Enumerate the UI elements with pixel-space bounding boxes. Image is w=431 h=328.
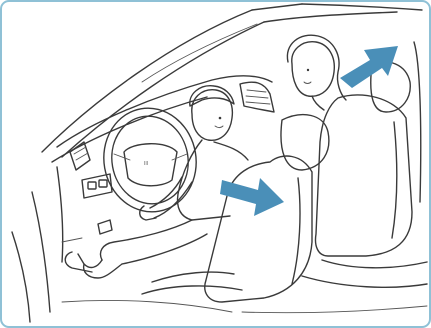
windshield-roof-lines [42, 4, 422, 157]
rear-passenger-arrow [340, 46, 398, 88]
dashboard [12, 76, 274, 322]
driver-seat-arrow [220, 178, 284, 216]
steering-wheel: III [96, 101, 205, 219]
svg-text:III: III [144, 161, 148, 167]
floor-lines [62, 300, 427, 312]
